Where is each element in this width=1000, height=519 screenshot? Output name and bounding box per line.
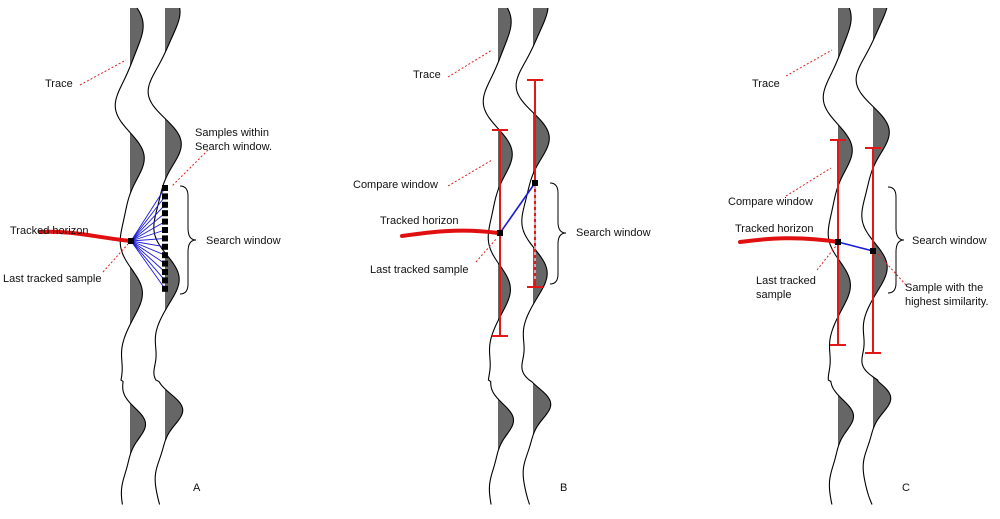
panel-b: Trace Compare window Tracked horizon Sea… xyxy=(353,7,651,505)
trace-c2 xyxy=(855,7,892,505)
trace-label-a: Trace xyxy=(45,78,73,90)
candidate-link xyxy=(130,240,166,281)
trace-wiggle xyxy=(515,7,552,505)
candidate-link xyxy=(130,240,166,273)
samples-leader-a xyxy=(171,149,209,187)
last-tracked-sample-label-a: Last tracked sample xyxy=(3,273,101,285)
last-tracked-sample-label-b: Last tracked sample xyxy=(370,264,468,276)
last-tracked-sample-marker-b xyxy=(497,230,503,236)
candidate-link xyxy=(130,212,166,242)
trace-wiggle xyxy=(822,7,855,505)
last-sample-leader-c xyxy=(816,245,837,271)
candidate-link xyxy=(130,237,166,242)
search-sample xyxy=(162,285,168,292)
search-sample xyxy=(162,193,168,200)
highest-similarity-label-c: Sample with the xyxy=(905,282,983,294)
candidate-link xyxy=(130,240,166,256)
link-b xyxy=(499,182,536,234)
search-window-label-c: Search window xyxy=(912,235,987,247)
last-tracked-sample-marker-c xyxy=(835,239,841,245)
search-window-brace-b xyxy=(549,182,567,285)
last-tracked-label-c2: sample xyxy=(756,289,791,301)
compare-window-label-b: Compare window xyxy=(353,179,438,191)
panel-letter-a: A xyxy=(193,482,201,494)
compare-leader-c xyxy=(785,167,832,197)
candidate-links-a xyxy=(130,187,166,290)
search-sample xyxy=(162,235,168,242)
tracked-horizon-label-c: Tracked horizon xyxy=(735,223,813,235)
last-tracked-sample-marker-a xyxy=(128,238,134,244)
trace-fill xyxy=(130,8,146,505)
last-sample-leader-b xyxy=(475,237,498,263)
tracked-horizon-label-b: Tracked horizon xyxy=(380,215,458,227)
search-sample xyxy=(162,277,168,284)
search-sample xyxy=(162,227,168,233)
trace-fill xyxy=(838,8,854,505)
search-window-label-a: Search window xyxy=(206,235,281,247)
tracked-horizon-line-b xyxy=(400,228,500,238)
highest-sample-leader-c xyxy=(877,253,907,286)
best-sample-marker-c xyxy=(870,248,876,254)
compared-sample-marker-b xyxy=(532,180,538,186)
samples-within-label-a: Samples within xyxy=(195,127,269,139)
trace-fill xyxy=(873,8,891,505)
trace-c1 xyxy=(822,7,855,505)
panel-c: Trace Compare window Tracked horizon Sea… xyxy=(728,7,989,505)
candidate-link xyxy=(130,229,166,242)
candidate-link xyxy=(130,240,166,264)
panel-letter-b: B xyxy=(560,482,567,494)
trace-leader-b xyxy=(447,49,493,78)
trace-label-c: Trace xyxy=(752,78,780,90)
search-samples-a xyxy=(162,185,168,292)
compare-window-label-c: Compare window xyxy=(728,196,813,208)
trace-wiggle xyxy=(855,7,892,505)
trace-wiggle xyxy=(114,7,147,505)
highest-similarity-label-c2: highest similarity. xyxy=(905,296,989,308)
candidate-link xyxy=(130,196,166,242)
search-sample xyxy=(162,243,168,250)
candidate-link xyxy=(130,187,166,242)
search-sample xyxy=(162,252,168,259)
tracked-horizon-line-c xyxy=(738,236,840,244)
samples-within-label-a2: Search window. xyxy=(195,141,272,153)
trace-wiggle xyxy=(482,7,515,505)
search-sample xyxy=(162,210,168,217)
search-sample xyxy=(162,185,168,191)
trace-fill xyxy=(533,8,551,505)
search-sample xyxy=(162,260,168,267)
candidate-link xyxy=(130,240,166,290)
search-window-label-b: Search window xyxy=(576,227,651,239)
panel-letter-c: C xyxy=(902,482,910,494)
search-sample xyxy=(162,218,168,225)
trace-label-b: Trace xyxy=(413,69,441,81)
search-sample xyxy=(162,269,168,275)
trace-b1 xyxy=(482,7,515,505)
search-window-brace-c xyxy=(887,186,905,294)
trace-fill xyxy=(165,8,183,505)
tracked-horizon-label-a: Tracked horizon xyxy=(10,225,88,237)
panel-a: Trace Samples within Search window. Trac… xyxy=(3,7,281,505)
candidate-link xyxy=(130,240,166,248)
tracked-horizon-line-a xyxy=(38,229,133,243)
compare-leader-b xyxy=(447,159,493,187)
candidate-link xyxy=(130,221,166,242)
candidate-link xyxy=(130,204,166,242)
trace-b2 xyxy=(515,7,552,505)
search-sample xyxy=(162,201,168,208)
search-window-brace-a xyxy=(179,185,197,295)
link-c xyxy=(837,241,874,252)
trace-a1 xyxy=(114,7,147,505)
last-tracked-label-c: Last tracked xyxy=(756,275,816,287)
trace-leader-a xyxy=(79,59,127,86)
trace-leader-c xyxy=(785,49,833,77)
